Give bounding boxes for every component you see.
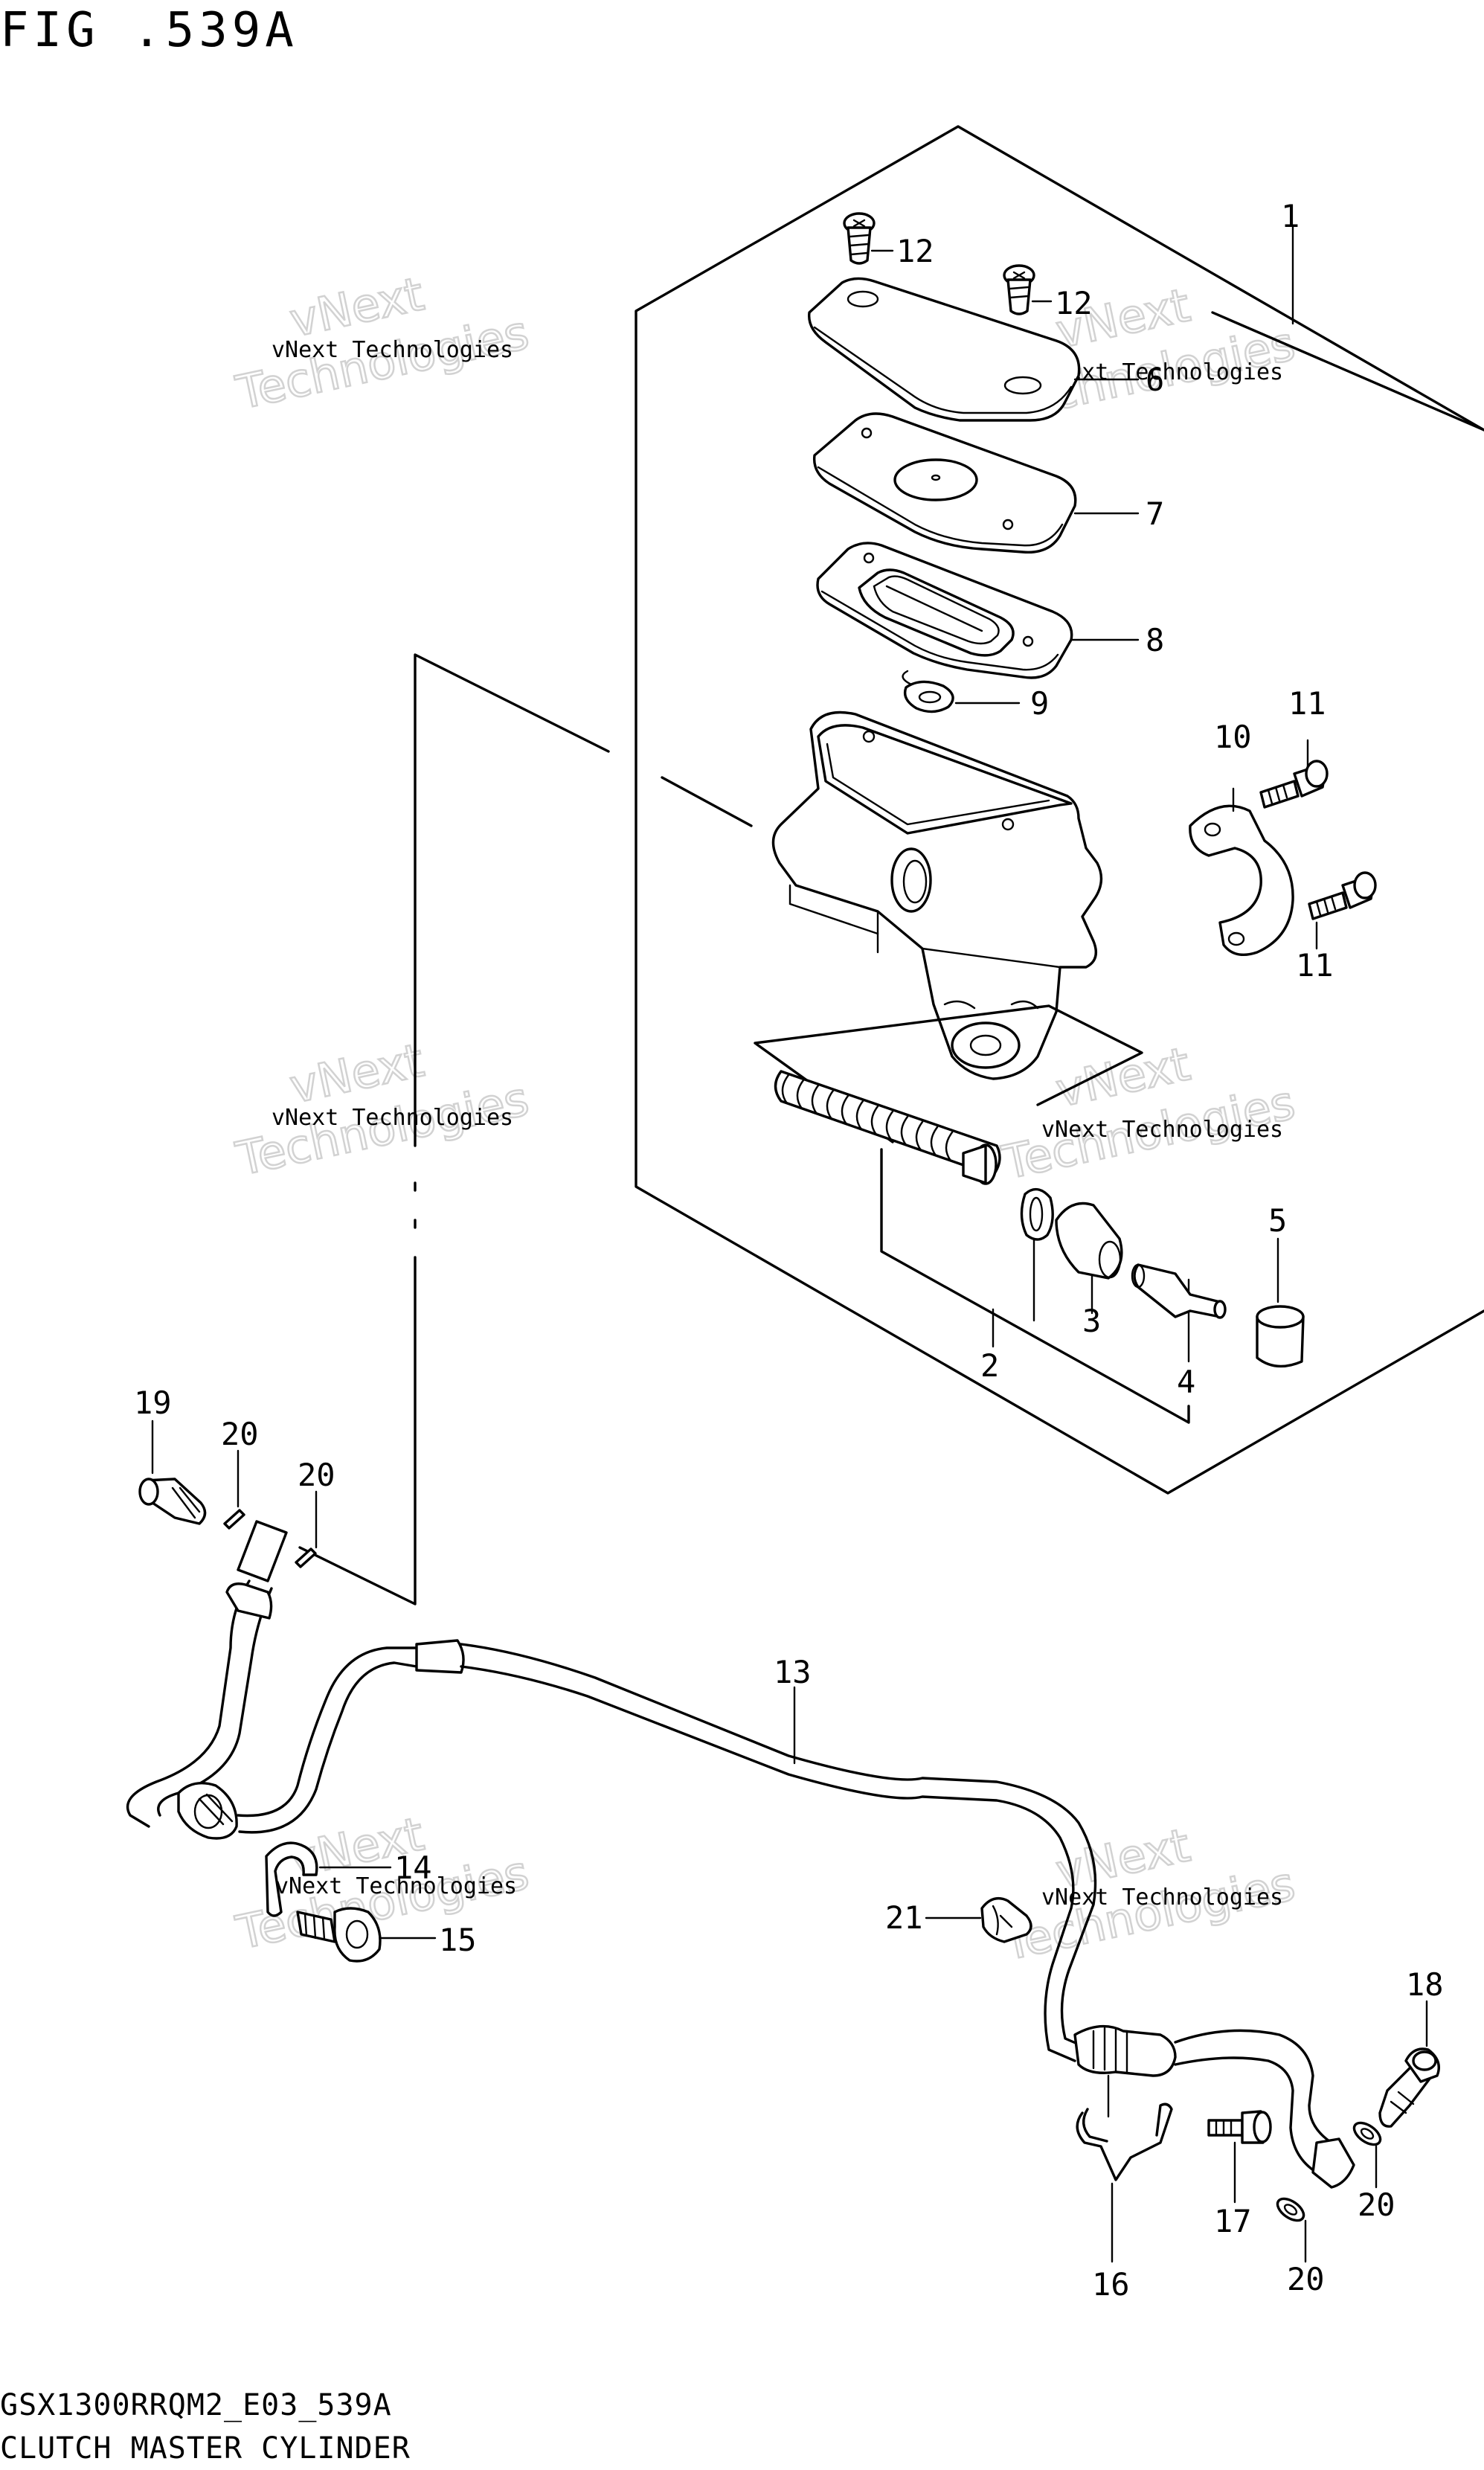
dust-boot: [1055, 1202, 1123, 1280]
washer-20: [295, 1490, 318, 1568]
watermark-text: vNext Technologies: [1041, 359, 1283, 385]
washer-20: [1276, 2197, 1307, 2263]
bolt-15: [296, 1907, 437, 1963]
callout-13: 13: [774, 1654, 812, 1690]
callout-2: 2: [980, 1347, 999, 1384]
callout-20-c: 20: [1358, 2187, 1395, 2223]
callout-9: 9: [1030, 685, 1049, 722]
callout-16: 16: [1092, 2266, 1130, 2303]
hose-bracket-16: [1076, 2102, 1173, 2263]
callout-20-b: 20: [298, 1457, 335, 1493]
callout-3: 3: [1082, 1303, 1101, 1339]
watermark-text: vNext Technologies: [275, 1873, 517, 1899]
hose-clip: [265, 1841, 392, 1917]
leader-line: [1211, 311, 1484, 432]
watermark: vNext Technologies: [231, 266, 534, 421]
connection-frame: [298, 653, 610, 1606]
diagram-caption: CLUTCH MASTER CYLINDER: [0, 2431, 411, 2466]
watermark-text: vNext Technologies: [272, 1105, 513, 1131]
push-rod: [1131, 1263, 1227, 1319]
screw-12-left: [843, 212, 894, 265]
callout-7: 7: [1146, 495, 1164, 532]
callout-5: 5: [1268, 1202, 1287, 1239]
washer-20: [223, 1449, 245, 1530]
handlebar-clamp: [1189, 787, 1294, 956]
callout-8: 8: [1146, 622, 1164, 658]
callout-14: 14: [394, 1850, 432, 1886]
bolt-11-lower: [1308, 871, 1377, 950]
callout-19: 19: [134, 1385, 172, 1421]
callout-21: 21: [885, 1899, 923, 1936]
clutch-hose: [126, 1520, 1355, 2189]
assembly-frame: [635, 125, 1484, 1495]
watermark: vNext Technologies: [231, 1032, 534, 1187]
rod-cap: [1256, 1305, 1305, 1368]
callout-20-a: 20: [221, 1416, 259, 1452]
callout-12-left: 12: [896, 233, 934, 269]
callout-18: 18: [1406, 1966, 1444, 2003]
connection-line: [661, 776, 753, 827]
diaphragm: [816, 542, 1140, 679]
clip-9: [902, 670, 1021, 713]
circlip: [1020, 1187, 1054, 1241]
hose-clamp-21: [925, 1897, 1032, 1943]
callout-labels: 1 2 3 4 5 6 7 8 9 10 11 11 12 12 13 14 1…: [134, 198, 1444, 2303]
watermark-text: vNext Technologies: [1041, 1884, 1283, 1911]
callout-11-upper: 11: [1288, 685, 1326, 722]
bolt-17: [1207, 2110, 1272, 2204]
watermark-text: vNext Technologies: [1041, 1117, 1283, 1143]
washer-20: [1352, 2121, 1382, 2189]
callout-17: 17: [1214, 2203, 1252, 2239]
cap-plate: [812, 412, 1140, 554]
banjo-bolt-18: [1378, 2000, 1440, 2128]
callout-11-lower: 11: [1296, 947, 1334, 984]
callout-6: 6: [1146, 362, 1164, 398]
screw-12-right: [1003, 264, 1053, 315]
reservoir-cap: [807, 277, 1140, 422]
callout-4: 4: [1177, 1364, 1195, 1400]
callout-1: 1: [1281, 198, 1300, 234]
watermark-text: vNext Technologies: [272, 337, 513, 363]
watermark-group: vNext Technologies vNext Technologies vN…: [231, 266, 1300, 1972]
master-cylinder-body: [771, 710, 1103, 1080]
callout-15: 15: [439, 1922, 477, 1958]
banjo-bolt-19: [138, 1420, 207, 1525]
diagram-code: GSX1300RRQM2_E03_539A: [0, 2388, 392, 2422]
callout-10: 10: [1214, 719, 1252, 755]
callout-20-d: 20: [1287, 2261, 1325, 2297]
callout-12-right: 12: [1055, 285, 1093, 321]
bolt-11-upper: [1259, 739, 1329, 809]
piston-kit-bracket: [880, 1148, 1190, 1424]
piston-assembly: [774, 1070, 1001, 1185]
figure-title: FIG .539A: [0, 3, 298, 58]
